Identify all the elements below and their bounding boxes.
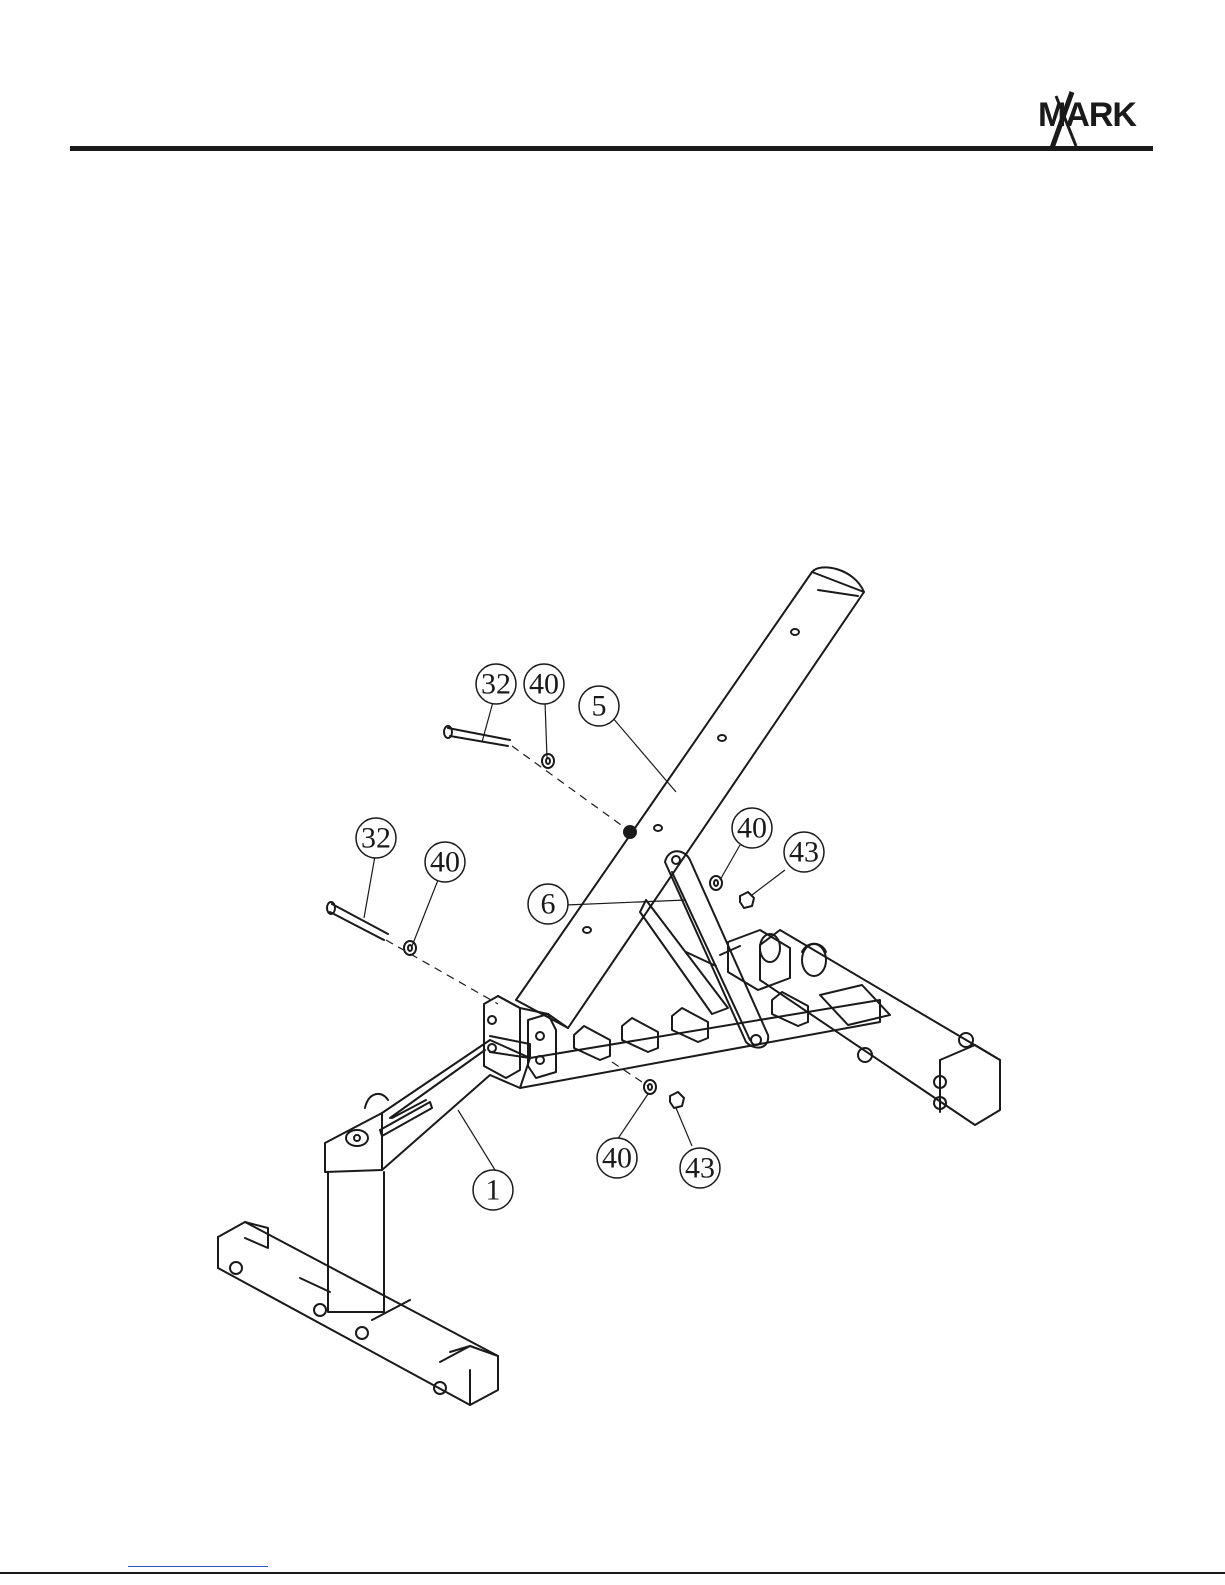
support-link-part-6 [640,851,768,1047]
callout-40-right: 40 [737,812,767,845]
footer-rule [0,1572,1225,1574]
callout-circles [356,664,824,1210]
alignment-lines [386,746,648,1086]
bolt-32-upper [444,726,510,746]
callout-40-upper: 40 [529,668,559,701]
roller-axle [720,930,826,990]
footer-link-underline [128,1566,268,1567]
callout-32-upper: 32 [481,668,511,701]
callout-5: 5 [592,690,607,723]
callout-40-bottom: 40 [602,1142,632,1175]
rear-base-crossbar [760,930,1000,1125]
front-upright-post [325,1094,388,1312]
pivot-bracket [484,996,556,1078]
callout-43-bottom: 43 [685,1152,715,1185]
callout-6: 6 [541,888,556,921]
callout-1: 1 [486,1174,501,1207]
callout-32-lower: 32 [361,822,391,855]
leader-lines [364,702,785,1170]
bolt-32-lower [327,902,388,940]
ladder-brackets [574,992,808,1060]
callout-40-left: 40 [430,846,460,879]
front-base-crossbar [218,1222,498,1405]
callout-43-upper: 43 [789,836,819,869]
